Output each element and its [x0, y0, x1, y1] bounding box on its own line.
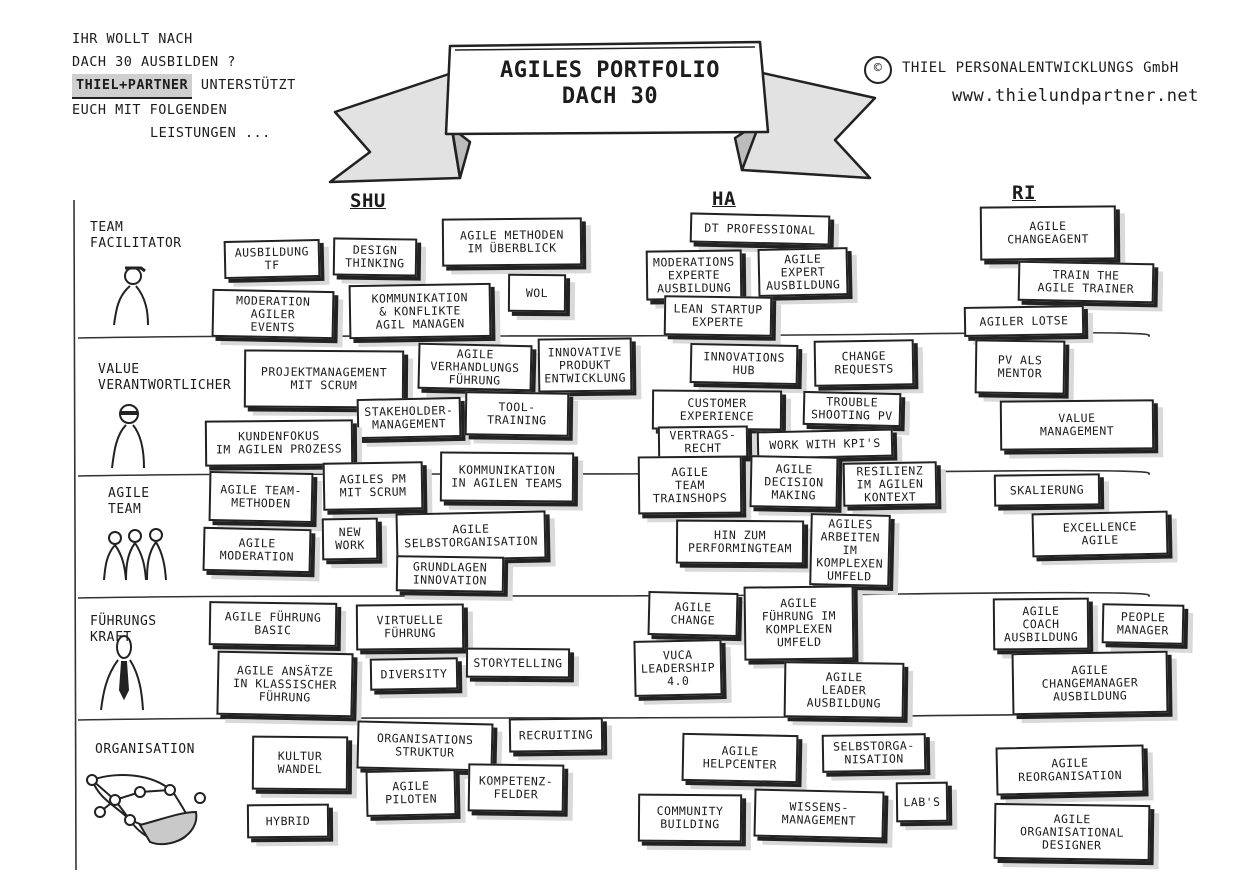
agile-team-figure — [103, 528, 167, 581]
offering-box: CUSTOMER EXPERIENCE — [651, 389, 783, 431]
row-label-organisation: ORGANISATION — [95, 742, 195, 757]
offering-box: COMMUNITY BUILDING — [637, 793, 743, 843]
copyright-icon: © — [864, 56, 892, 84]
offering-box: AGILE PILOTEN — [365, 769, 457, 817]
row-label-agile-team: AGILE TEAM — [108, 486, 150, 517]
offering-box: AGILE ANSÄTZE IN KLASSISCHER FÜHRUNG — [216, 650, 354, 718]
offering-box: MODERATIONS EXPERTE AUSBILDUNG — [645, 249, 743, 301]
offering-box: KOMPETENZ- FELDER — [467, 763, 565, 813]
offering-box: AGILE FÜHRUNG BASIC — [208, 601, 338, 647]
offering-box: RECRUITING — [508, 717, 604, 753]
offering-box: STAKEHOLDER- MANAGEMENT — [356, 396, 462, 440]
intro-line: IHR WOLLT NACH — [72, 31, 193, 47]
offering-box: DT PROFESSIONAL — [689, 212, 831, 246]
offering-box: AGILE CHANGEMANAGER AUSBILDUNG — [1011, 650, 1169, 716]
offering-box: LAB'S — [895, 781, 949, 823]
intro-line: EUCH MIT FOLGENDEN — [72, 102, 228, 118]
offering-box: NEW WORK — [321, 517, 379, 561]
offering-box: AGILE LEADER AUSBILDUNG — [783, 661, 905, 719]
offering-box: TRAIN THE AGILE TRAINER — [1017, 260, 1155, 304]
offering-box: AGILE FÜHRUNG IM KOMPLEXEN UMFELD — [743, 585, 855, 661]
offering-box: KULTUR WANDEL — [251, 735, 349, 791]
offering-box: KUNDENFOKUS IM AGILEN PROZESS — [204, 419, 354, 467]
offering-box: WOL — [507, 273, 567, 313]
offering-box: AGILE EXPERT AUSBILDUNG — [757, 247, 849, 297]
offering-box: RESILIENZ IM AGILEN KONTEXT — [842, 461, 938, 507]
offering-box: STORYTELLING — [465, 647, 571, 679]
leader-figure — [100, 635, 144, 711]
offering-box: DIVERSITY — [369, 657, 459, 691]
column-header-ha: HA — [712, 188, 736, 210]
offering-box: AGILE COACH AUSBILDUNG — [992, 597, 1090, 651]
offering-box: AGILE TEAM TRAINSHOPS — [637, 455, 743, 515]
offering-box: AGILE MODERATION — [202, 526, 312, 574]
offering-box: AGILE TEAM- METHODEN — [208, 471, 314, 523]
brand-highlight: THIEL+PARTNER — [72, 74, 193, 99]
offering-box: VERTRAGS- RECHT — [657, 425, 749, 459]
company-url: www.thielundpartner.net — [952, 86, 1199, 106]
offering-box: LEAN STARTUP EXPERTE — [663, 295, 773, 337]
title-line-1: AGILES PORTFOLIO — [500, 58, 720, 83]
intro-text: IHR WOLLT NACH DACH 30 AUSBILDEN ? THIEL… — [72, 28, 352, 145]
column-header-shu: SHU — [350, 190, 386, 212]
team-facilitator-figure — [113, 266, 149, 326]
row-label-team-facilitator: TEAM FACILITATOR — [90, 220, 182, 251]
offering-box: AGILE CHANGE — [647, 590, 739, 638]
value-owner-figure — [111, 404, 145, 469]
offering-box: PV als MENTOR — [974, 339, 1066, 395]
offering-box: AGILER LOTSE — [963, 305, 1085, 337]
column-header-ri: RI — [1012, 182, 1036, 204]
organisation-network-icon — [86, 774, 206, 846]
offering-box: DESIGN THINKING — [332, 237, 418, 277]
offering-box: HIN ZUM PERFORMINGTEAM — [675, 519, 805, 565]
offering-box: AGILES ARBEITEN IM KOMPLEXEN UMFELD — [809, 513, 891, 587]
offering-box: AGILE HELPCENTER — [681, 732, 799, 784]
offering-box: AGILE VERHANDLUNGS FÜHRUNG — [417, 342, 533, 392]
offering-box: AUSBILDUNG TF — [223, 238, 321, 280]
offering-box: GRUNDLAGEN INNOVATION — [395, 555, 505, 593]
offering-box: Kommunikation & KONFLIKTE AGIL MANAGEN — [348, 282, 492, 340]
offering-box: SELBSTORGA- NISATION — [821, 733, 927, 773]
intro-line: DACH 30 AUSBILDEN ? — [72, 54, 236, 70]
offering-box: HYBRID — [246, 803, 330, 839]
offering-box: Innovative PRODUKT ENTWICKLUNG — [537, 337, 633, 393]
offering-box: VIRTUELLE FÜHRUNG — [355, 603, 465, 651]
offering-box: MODERATION AGILER EVENTS — [211, 288, 335, 340]
intro-line: LEISTUNGEN ... — [150, 125, 271, 141]
offering-box: EXCELLENCE AGILE — [1031, 510, 1169, 558]
offering-box: AGILE DECISION MAKING — [749, 455, 839, 509]
brand-rest: UNTERSTÜTZT — [200, 77, 296, 93]
offering-box: AGILE REORGANISATION — [995, 744, 1145, 796]
offering-box: SKALIERUNG — [993, 473, 1101, 507]
offering-box: KOMMUNIKATION IN AGILEN TEAMS — [439, 451, 575, 503]
offering-box: PEOPLE MANAGER — [1101, 603, 1185, 645]
copyright-block: © THIEL PERSONALENTWICKLUNGS GmbH www.thi… — [864, 56, 1199, 108]
offering-box: AGILE ORGANISATIONAL DESIGNER — [993, 802, 1151, 862]
offering-box: INNOVATIONS HUB — [689, 342, 799, 386]
intro-line-brand: THIEL+PARTNER UNTERSTÜTZT — [72, 74, 352, 99]
offering-box: TOOL- TRAINING — [464, 391, 570, 437]
title-banner — [328, 40, 877, 184]
title-line-2: DACH 30 — [561, 84, 659, 109]
offering-box: AGILE METHODEN IM ÜBERBLICK — [441, 217, 583, 267]
company-name: THIEL PERSONALENTWICKLUNGS GmbH — [902, 60, 1179, 76]
offering-box: WISSENS- MANAGEMENT — [753, 788, 885, 840]
offering-box: AGILE SELBSTORGANISATION — [395, 510, 547, 562]
row-label-leader: FÜHRUNGS KRAFT — [90, 614, 157, 645]
offering-box: VALUE MANAGEMENT — [999, 399, 1155, 451]
row-label-value-owner: VALUE VERANTWORTLICHER — [98, 362, 232, 393]
page-title: AGILES PORTFOLIO DACH 30 — [445, 58, 775, 110]
offering-box: AGILES PM MIT SCRUM — [322, 461, 424, 511]
offering-box: CHANGE REQUESTS — [813, 339, 915, 387]
offering-box: VUCA LEADERSHIP 4.0 — [633, 639, 723, 697]
offering-box: AGILE CHANGEAGENT — [979, 205, 1117, 261]
offering-box: TROUBLE SHOOTING PV — [802, 390, 902, 428]
